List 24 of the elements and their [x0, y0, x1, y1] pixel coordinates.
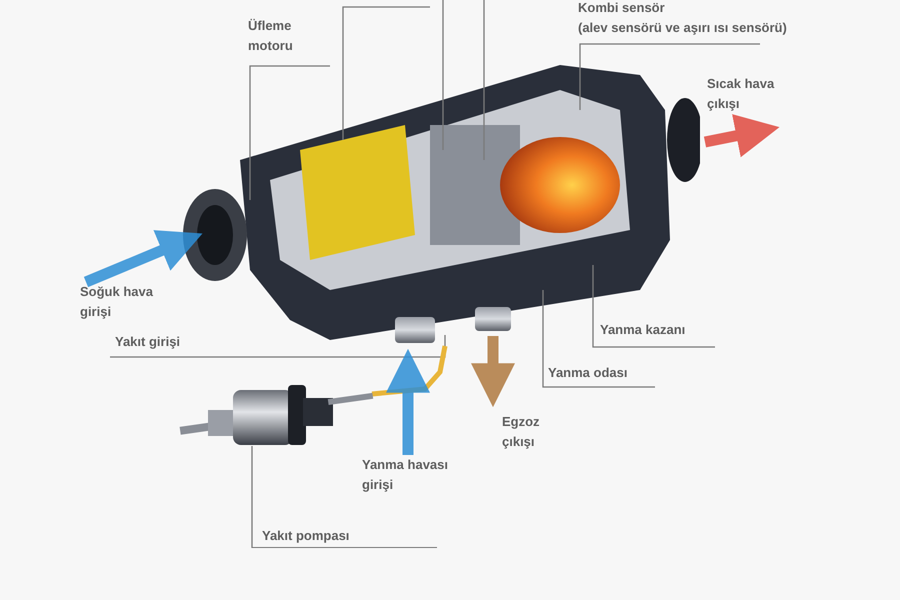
callout-label: Soğuk hava girişi [80, 283, 154, 321]
callout-label: (alev sensörü ve aşırı ısı sensörü) [578, 19, 787, 37]
leader-line [251, 446, 253, 548]
callout-label: Üfleme motoru [248, 17, 294, 55]
leader-line [342, 6, 430, 140]
flow-arrow [386, 348, 430, 455]
flow-arrow [704, 114, 780, 158]
leader-line [249, 65, 330, 200]
leader-line [110, 335, 446, 358]
callout-label: Yanma havası girişi [362, 456, 449, 494]
leader-line [442, 0, 444, 150]
leader-line [542, 290, 655, 388]
leader-line [592, 265, 715, 348]
callout-label: Sıcak hava çıkışı [707, 75, 776, 113]
flow-arrow [471, 336, 515, 408]
callout-label: Egzoz çıkışı [502, 413, 541, 451]
callout-label: Yanma kazanı [600, 321, 686, 339]
leader-line [579, 43, 760, 110]
callout-label: Yanma odası [548, 364, 628, 382]
callout-label: Yakıt girişi [115, 333, 182, 351]
callout-label: Kombi sensör [578, 0, 665, 17]
flow-arrow [84, 230, 202, 288]
leader-line [483, 0, 485, 160]
callout-label: Yakıt pompası [262, 527, 350, 545]
